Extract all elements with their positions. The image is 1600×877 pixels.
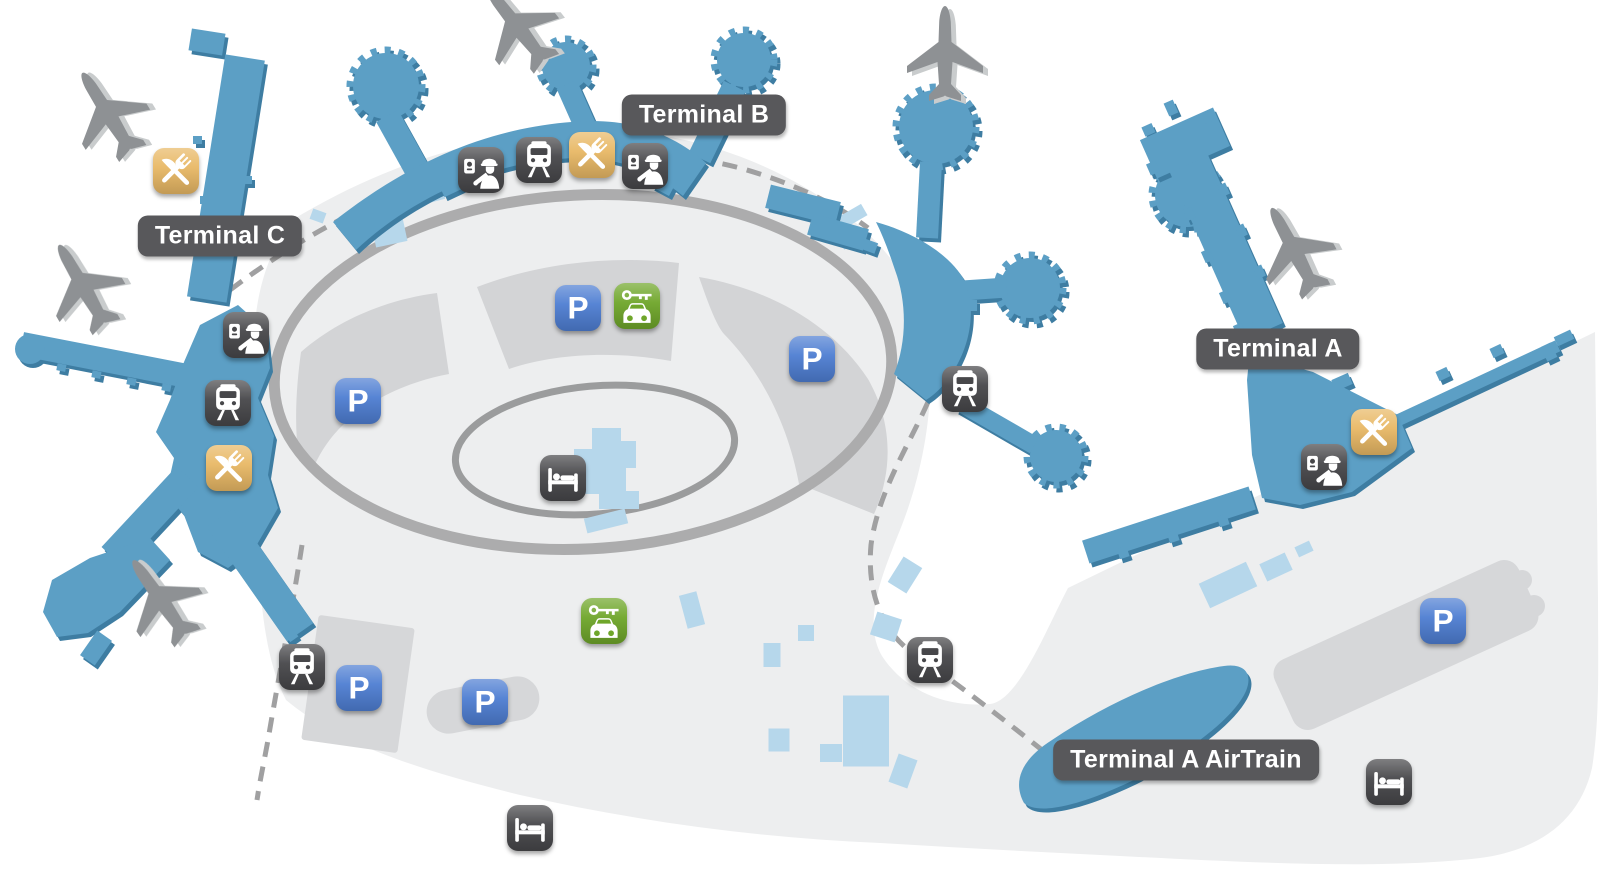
fork-knife-icon[interactable]	[153, 148, 199, 194]
label-terminal-a-airtrain[interactable]: Terminal A AirTrain	[1053, 739, 1319, 781]
parking-icon[interactable]: P	[462, 679, 508, 725]
label-terminal-c[interactable]: Terminal C	[137, 215, 303, 257]
train-icon[interactable]	[516, 137, 562, 183]
train-icon[interactable]	[942, 366, 988, 412]
fork-knife-icon[interactable]	[569, 132, 615, 178]
bed-icon[interactable]	[540, 455, 586, 501]
fork-knife-icon[interactable]	[1351, 409, 1397, 455]
car-key-icon[interactable]	[581, 598, 627, 644]
fork-knife-icon[interactable]	[206, 445, 252, 491]
svg-text:P: P	[348, 670, 369, 706]
car-key-icon[interactable]	[614, 283, 660, 329]
parking-icon[interactable]: P	[336, 665, 382, 711]
svg-text:P: P	[801, 341, 822, 377]
buildings	[309, 187, 1314, 789]
parking-icon[interactable]: P	[335, 378, 381, 424]
bed-icon[interactable]	[1366, 759, 1412, 805]
passport-officer-icon[interactable]	[1301, 444, 1347, 490]
train-icon[interactable]	[279, 644, 325, 690]
svg-text:P: P	[567, 290, 588, 326]
passport-officer-icon[interactable]	[622, 143, 668, 189]
passport-officer-icon[interactable]	[223, 312, 269, 358]
bed-icon[interactable]	[507, 805, 553, 851]
label-terminal-a[interactable]: Terminal A	[1196, 328, 1360, 370]
svg-text:P: P	[474, 684, 495, 720]
label-terminal-b[interactable]: Terminal B	[621, 94, 787, 136]
parking-icon[interactable]: P	[555, 285, 601, 331]
svg-text:P: P	[1432, 603, 1453, 639]
ring-roads	[268, 189, 898, 555]
svg-text:P: P	[347, 383, 368, 419]
train-icon[interactable]	[907, 637, 953, 683]
parking-icon[interactable]: P	[1420, 598, 1466, 644]
parking-icon[interactable]: P	[789, 336, 835, 382]
train-icon[interactable]	[205, 380, 251, 426]
passport-officer-icon[interactable]	[458, 147, 504, 193]
